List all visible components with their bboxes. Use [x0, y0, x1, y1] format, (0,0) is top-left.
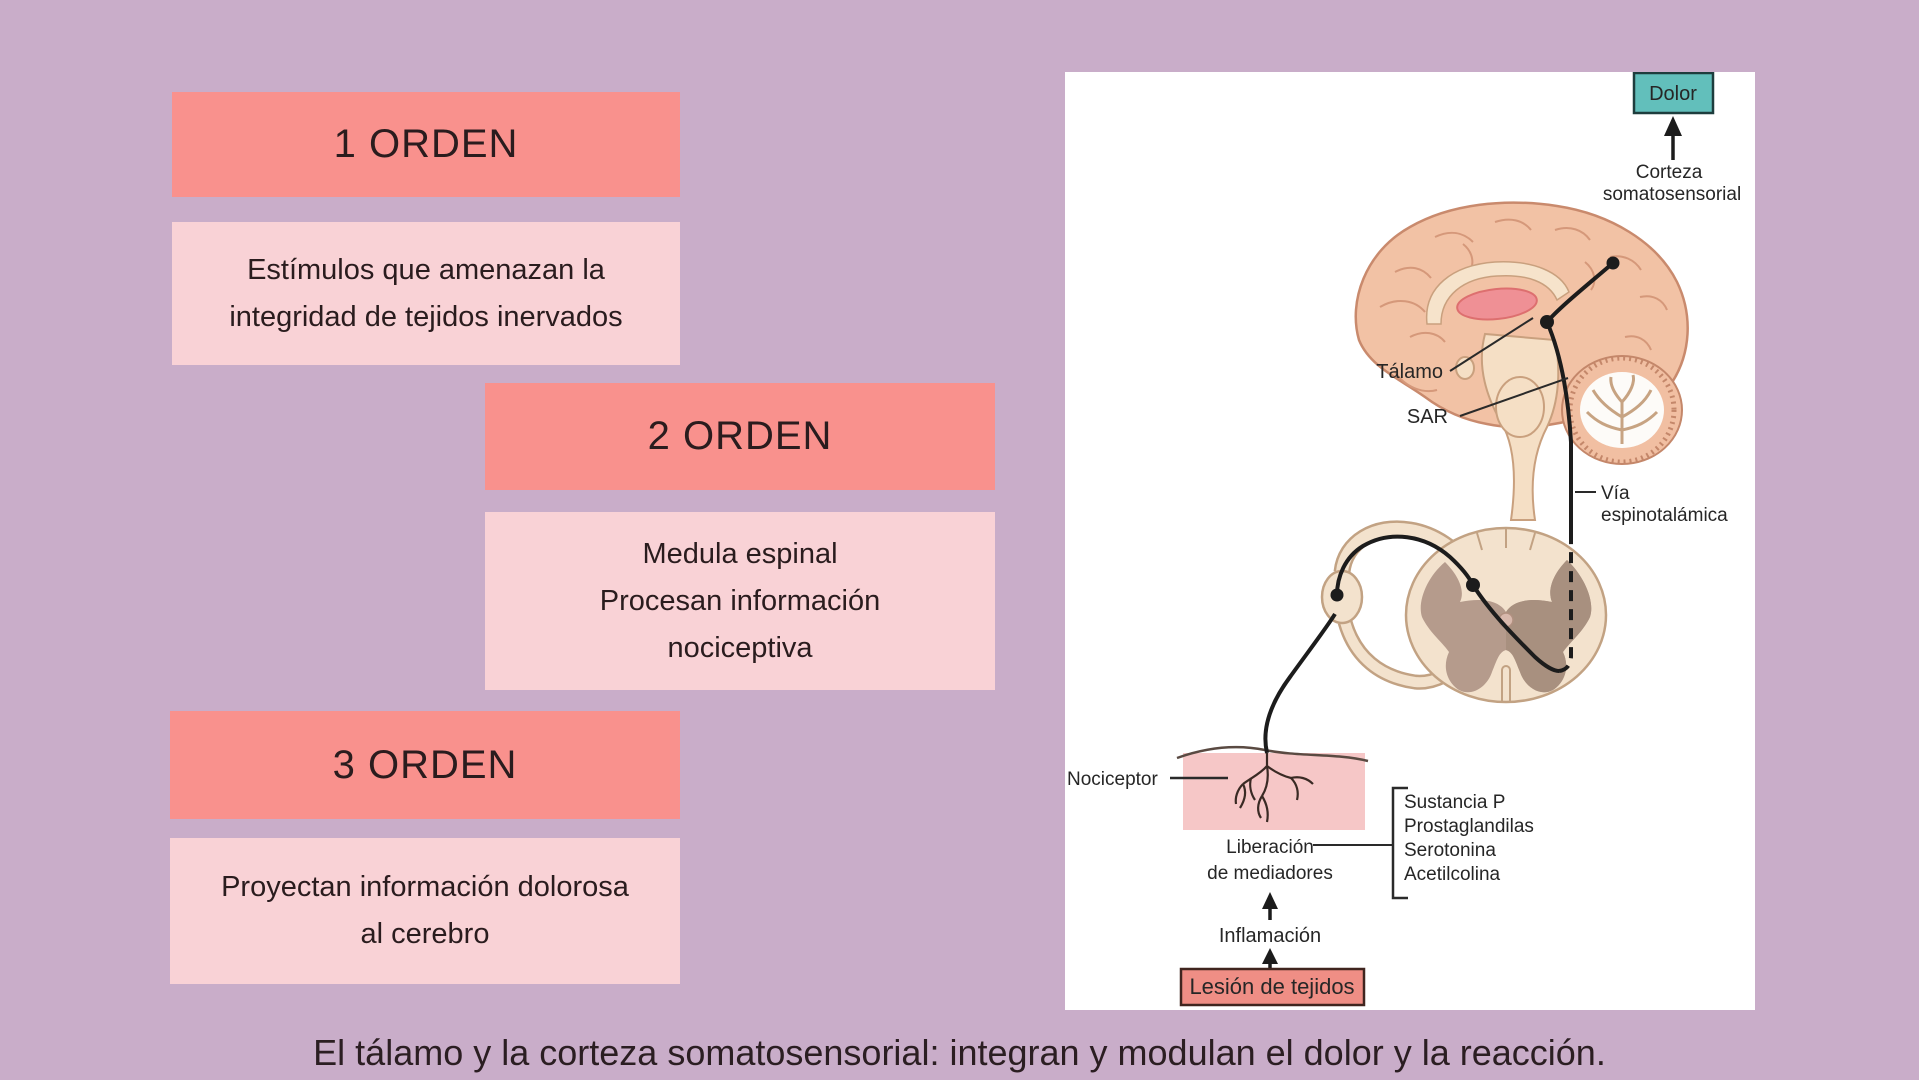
- mediator-prostaglandilas: Prostaglandilas: [1404, 816, 1534, 837]
- order-3-header: 3 ORDEN: [170, 711, 680, 819]
- order-2-header: 2 ORDEN: [485, 383, 995, 490]
- corteza-label-line1: Corteza: [1636, 162, 1703, 183]
- cerebellum: [1561, 355, 1683, 465]
- order-1-description: Estímulos que amenazan la integridad de …: [172, 222, 680, 365]
- order-1-title: 1 ORDEN: [333, 122, 519, 166]
- cord-surface-marks: [1476, 529, 1536, 702]
- ganglion-cell-body: [1330, 588, 1344, 602]
- pain-pathway-diagram: Dolor Corteza somatosensorial Tálamo SAR…: [1067, 71, 1741, 1007]
- talamo-label: Tálamo: [1376, 361, 1443, 383]
- mediators-bracket: [1391, 786, 1408, 900]
- mediator-sustancia-p: Sustancia P: [1404, 792, 1505, 813]
- lesion-box: [1179, 967, 1366, 1007]
- nociceptor-label: Nociceptor: [1067, 769, 1158, 790]
- first-order-fiber: [1263, 612, 1337, 754]
- dorsal-horn-synapse: [1466, 578, 1480, 592]
- brain-illustration: [1354, 201, 1689, 521]
- dolor-label: Dolor: [1649, 83, 1697, 105]
- sar-label: SAR: [1407, 406, 1448, 428]
- order-1-line-2: integridad de tejidos inervados: [229, 300, 623, 333]
- corteza-label-line2: somatosensorial: [1603, 184, 1741, 205]
- spinal-cord-section: [1320, 520, 1608, 704]
- order-2-line-1: Medula espinal: [642, 537, 838, 570]
- thalamus: [1456, 287, 1538, 321]
- skin-patch: [1176, 745, 1369, 830]
- via-label-line1: Vía: [1601, 483, 1630, 504]
- dolor-box: [1632, 71, 1715, 115]
- order-2-description: Medula espinal Procesan información noci…: [485, 512, 995, 690]
- ascending-dashed-fiber: [1558, 540, 1573, 673]
- mediator-acetilcolina: Acetilcolina: [1404, 864, 1501, 885]
- via-label-line2: espinotalámica: [1601, 505, 1728, 526]
- sar-leader-line: [1459, 377, 1569, 417]
- slide-caption: El tálamo y la corteza somatosensorial: …: [313, 1032, 1606, 1073]
- liberacion-label-line1: Liberación: [1226, 837, 1314, 858]
- order-3-description: Proyectan información dolorosa al cerebr…: [170, 838, 680, 984]
- inflamacion-arrow-up-head: [1262, 892, 1278, 909]
- lesion-arrow-up-head: [1262, 948, 1278, 964]
- order-3-title: 3 ORDEN: [332, 742, 518, 787]
- dolor-arrow-head: [1664, 116, 1682, 136]
- first-order-central-branch: [1335, 534, 1475, 596]
- cortex-terminal: [1606, 256, 1620, 270]
- pain-pathway-fibers: [1263, 261, 1615, 754]
- liberacion-label-line2: de mediadores: [1207, 863, 1333, 884]
- order-1-line-1: Estímulos que amenazan la: [247, 253, 605, 286]
- pain-pathway-diagram-panel: Dolor Corteza somatosensorial Tálamo SAR…: [1065, 71, 1755, 1010]
- corpus-callosum: [1425, 261, 1570, 325]
- second-order-fiber: [1471, 583, 1560, 673]
- order-2-title: 2 ORDEN: [647, 414, 833, 458]
- lesion-label: Lesión de tejidos: [1189, 974, 1354, 999]
- order-1-header: 1 ORDEN: [172, 92, 680, 197]
- mediator-serotonina: Serotonina: [1404, 840, 1496, 861]
- thalamus-synapse: [1540, 315, 1554, 329]
- nerve-endings: [1234, 753, 1314, 823]
- order-3-line-1: Proyectan información dolorosa: [221, 871, 629, 903]
- pons: [1495, 376, 1545, 438]
- order-3-line-2: al cerebro: [360, 918, 490, 950]
- order-2-line-3: nociceptiva: [667, 631, 813, 664]
- inflamacion-label: Inflamación: [1219, 925, 1321, 947]
- order-2-line-2: Procesan información: [599, 584, 881, 617]
- talamo-leader-line: [1449, 317, 1534, 372]
